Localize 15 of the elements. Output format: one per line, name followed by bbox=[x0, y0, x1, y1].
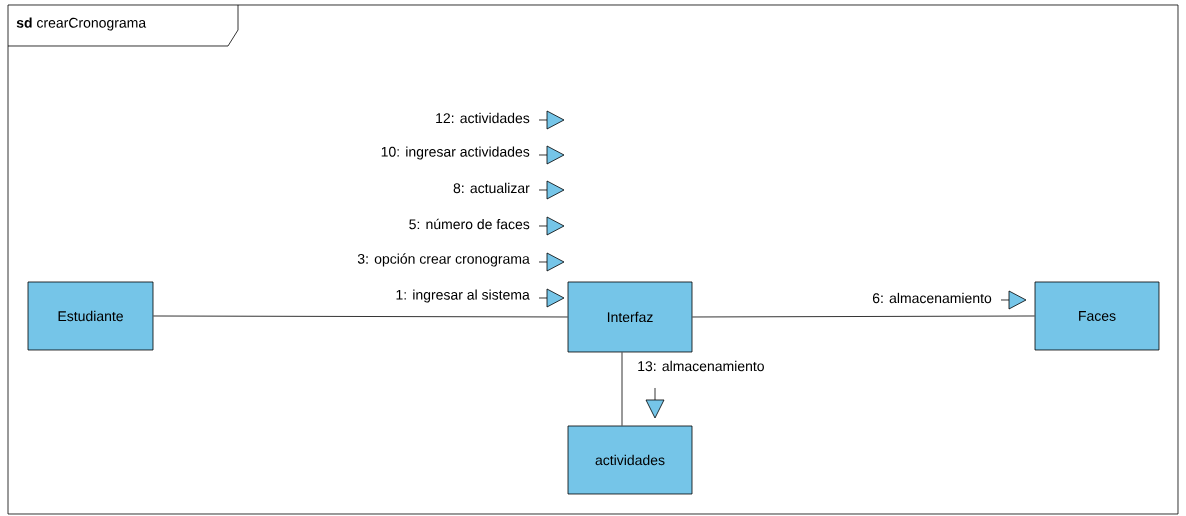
message-label: 6: almacenamiento bbox=[872, 292, 992, 304]
message-label: 13: almacenamiento bbox=[638, 360, 764, 372]
object-box: Faces bbox=[1034, 281, 1160, 351]
message-label: 10: ingresar actividades bbox=[381, 146, 530, 160]
link-line bbox=[621, 352, 623, 426]
object-box: actividades bbox=[567, 425, 693, 495]
link-line bbox=[153, 315, 568, 318]
message-label: 8: actualizar bbox=[453, 182, 530, 194]
message-label: 12: actividades bbox=[436, 112, 530, 124]
message-label: 1: ingresar al sistema bbox=[396, 289, 530, 303]
message-label: 3: opción crear cronograma bbox=[357, 253, 530, 267]
object-box: Interfaz bbox=[567, 281, 693, 353]
link-line bbox=[692, 315, 1035, 318]
object-box: Estudiante bbox=[27, 281, 154, 351]
message-label: 5: número de faces bbox=[409, 218, 530, 230]
